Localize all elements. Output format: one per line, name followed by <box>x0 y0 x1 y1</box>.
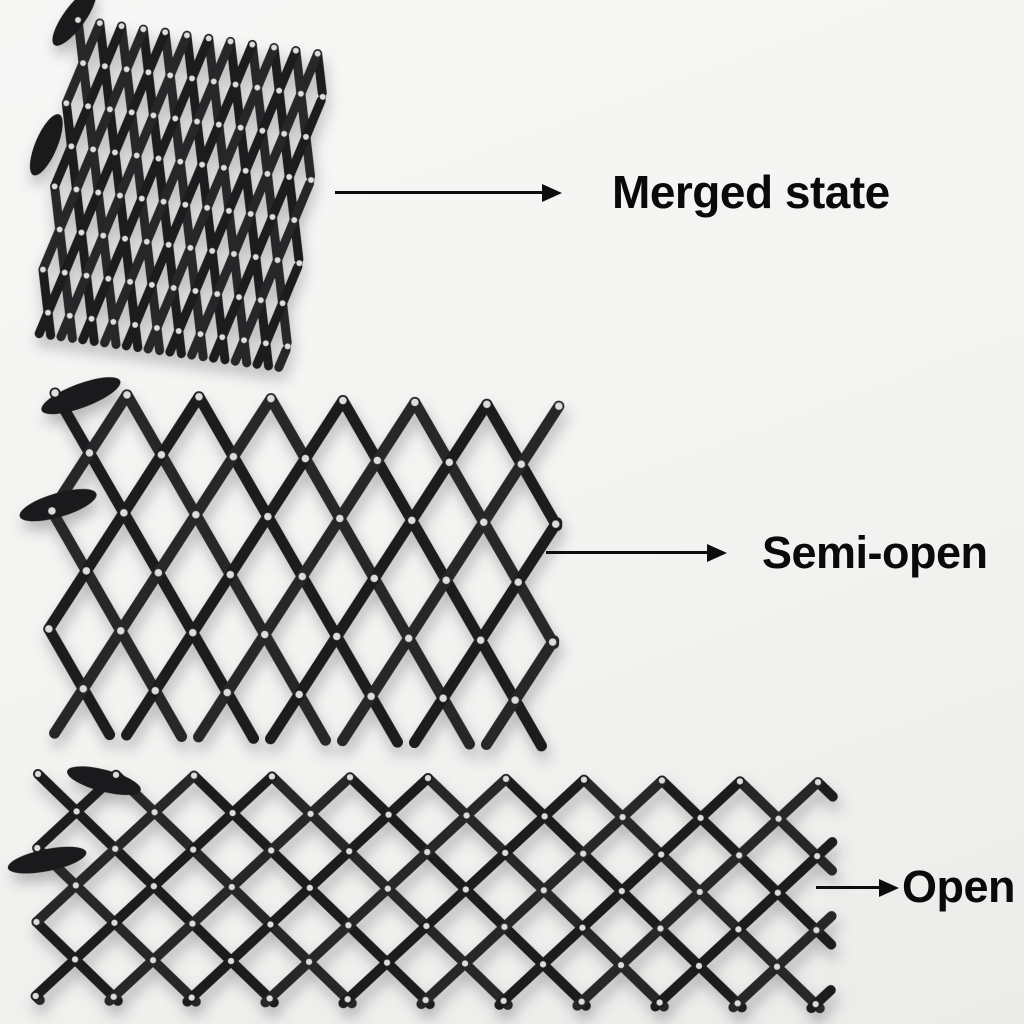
arrow-right-icon-semi-open <box>546 551 708 554</box>
gate-merged-illustration <box>29 0 327 372</box>
state-label-merged: Merged state <box>612 166 890 218</box>
state-label-semi-open: Semi-open <box>762 527 988 578</box>
gate-semi-open-illustration <box>19 377 565 752</box>
arrow-right-icon-open <box>816 886 880 889</box>
gate-open-illustration <box>7 766 838 1014</box>
state-label-open: Open <box>902 861 1016 912</box>
arrow-right-icon-merged <box>335 191 543 194</box>
